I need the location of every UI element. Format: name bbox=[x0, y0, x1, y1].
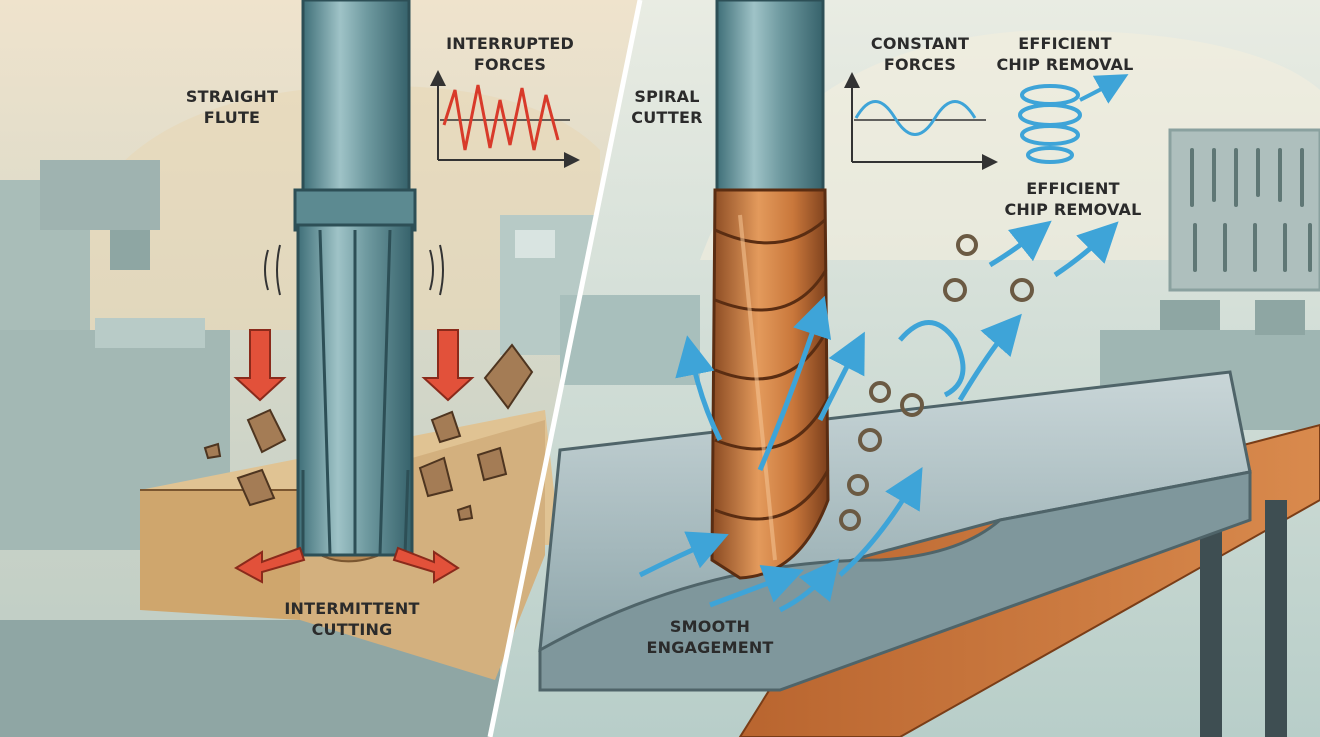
interrupted-forces-label: INTERRUPTED FORCES bbox=[430, 33, 590, 75]
chip-removal-label-top-line1: EFFICIENT bbox=[1018, 34, 1112, 53]
chip-removal-label-mid-line1: EFFICIENT bbox=[1026, 179, 1120, 198]
constant-wave-graph-icon bbox=[844, 72, 998, 170]
constant-forces-label-line2: FORCES bbox=[883, 55, 957, 74]
straight-flute-label-line2: FLUTE bbox=[203, 108, 261, 127]
interrupted-forces-label-line2: FORCES bbox=[473, 55, 547, 74]
straight-flute-tool bbox=[293, 0, 417, 557]
spiral-cutter-label-line2: CUTTER bbox=[631, 108, 703, 127]
spiral-cutter-label: SPIRAL CUTTER bbox=[612, 86, 722, 128]
panel-divider bbox=[487, 0, 643, 737]
flow-arrow-icon bbox=[638, 220, 1119, 613]
chip-removal-label-top-line2: CHIP REMOVAL bbox=[996, 55, 1134, 74]
spiral-chip-icon bbox=[839, 234, 1034, 531]
tool-rack-icon bbox=[1190, 148, 1312, 272]
wave-graph-icon bbox=[430, 70, 580, 168]
intermittent-cutting-label-line1: INTERMITTENT bbox=[284, 599, 420, 618]
straight-flute-label-line1: STRAIGHT bbox=[185, 87, 279, 106]
smooth-engagement-label-line2: ENGAGEMENT bbox=[646, 638, 774, 657]
smooth-engagement-label-line1: SMOOTH bbox=[669, 617, 751, 636]
wood-chips bbox=[203, 343, 534, 522]
interrupted-forces-label-line1: INTERRUPTED bbox=[446, 34, 574, 53]
smooth-engagement-label: SMOOTH ENGAGEMENT bbox=[630, 616, 790, 658]
chip-removal-spiral-icon bbox=[1018, 74, 1129, 164]
spiral-cutter-tool bbox=[710, 0, 830, 580]
constant-forces-label-line1: CONSTANT bbox=[870, 34, 970, 53]
intermittent-cutting-label: INTERMITTENT CUTTING bbox=[272, 598, 432, 640]
spiral-cutter-label-line1: SPIRAL bbox=[634, 87, 700, 106]
down-arrow-icon bbox=[233, 329, 475, 402]
constant-forces-label: CONSTANT FORCES bbox=[855, 33, 985, 75]
intermittent-cutting-label-line2: CUTTING bbox=[311, 620, 393, 639]
outward-arrow-icon bbox=[233, 546, 460, 584]
vibration-marks bbox=[264, 244, 444, 296]
straight-flute-label: STRAIGHT FLUTE bbox=[172, 86, 292, 128]
chip-removal-label-mid: EFFICIENT CHIP REMOVAL bbox=[993, 178, 1153, 220]
chip-removal-label-mid-line2: CHIP REMOVAL bbox=[1004, 200, 1142, 219]
chip-removal-label-top: EFFICIENT CHIP REMOVAL bbox=[985, 33, 1145, 75]
